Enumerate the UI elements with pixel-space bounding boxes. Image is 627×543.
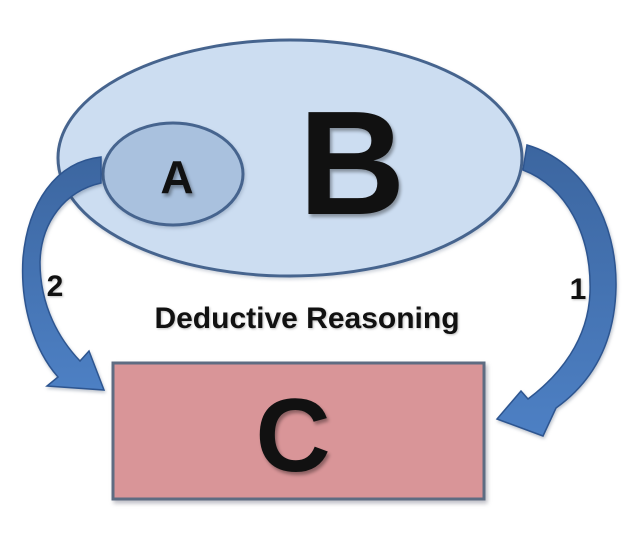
curved-arrow-left (21, 156, 106, 391)
set-b-label: B (299, 81, 406, 246)
conclusion-label: C (255, 378, 330, 494)
arrow-left-number: 2 (47, 270, 64, 303)
arrow-right-number: 1 (570, 273, 587, 306)
curved-arrow-right (495, 144, 617, 437)
set-a-ellipse (101, 121, 245, 227)
conclusion-box (111, 361, 486, 501)
diagram-title: Deductive Reasoning (154, 302, 459, 335)
set-a-label: A (160, 151, 193, 203)
